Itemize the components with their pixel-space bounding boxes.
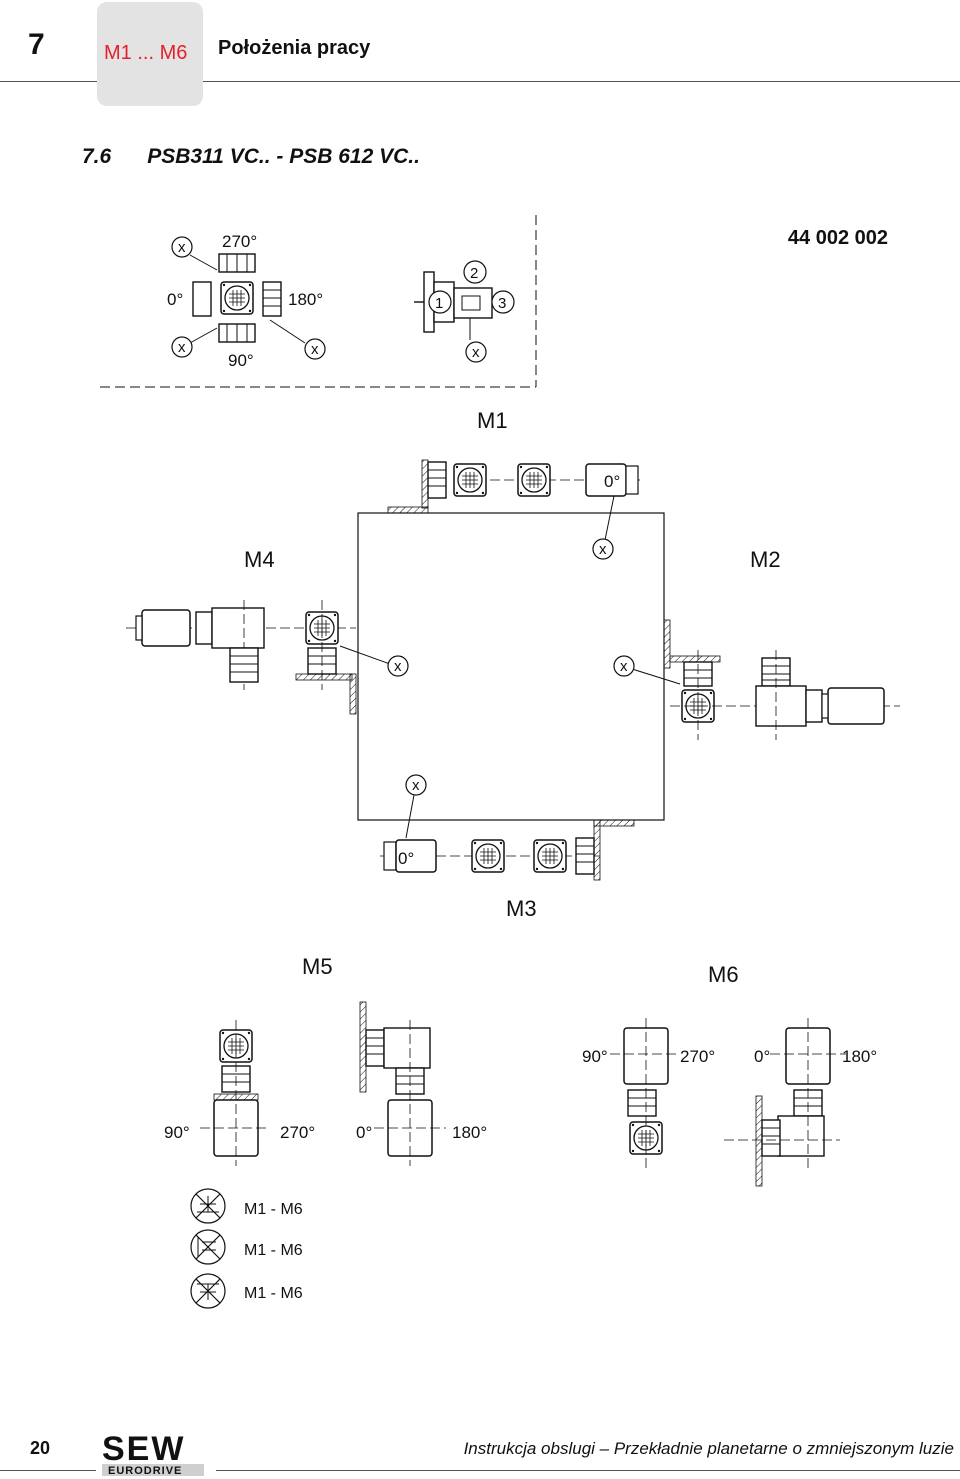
top-legend: x x x x 270° 0° 180° 90° 1 2 3: [100, 215, 537, 388]
legend-x-mark: x: [311, 341, 319, 358]
legend-angle-90: 90°: [228, 351, 254, 370]
footer-rule-right: [216, 1470, 960, 1471]
sew-eurodrive-logo: SEW EURODRIVE: [102, 1430, 204, 1477]
position-label-m4: M4: [244, 547, 275, 572]
m2-assembly: x: [613, 619, 900, 740]
position-label-m2: M2: [750, 547, 781, 572]
m5-angle-180: 180°: [452, 1123, 487, 1142]
m1-x-mark: x: [599, 541, 607, 558]
crossed-mounting-icon: [190, 1188, 226, 1224]
footer-document-title: Instrukcja obslugi – Przekładnie planeta…: [463, 1439, 954, 1458]
chapter-tab: [97, 2, 203, 106]
legend-angle-270: 270°: [222, 232, 257, 251]
section-title: PSB311 VC.. - PSB 612 VC..: [147, 145, 420, 168]
legend-side-2: 2: [470, 265, 478, 282]
chapter-tab-label: M1 ... M6: [104, 42, 188, 64]
position-label-m3: M3: [506, 896, 537, 921]
m3-x-mark: x: [412, 777, 420, 794]
m3-zero-mark: 0°: [398, 849, 414, 868]
header-rule: [0, 81, 960, 82]
svg-text:SEW: SEW: [102, 1430, 185, 1468]
position-label-m5: M5: [302, 954, 333, 979]
m5-angle-90: 90°: [164, 1123, 190, 1142]
legend-x-mark: x: [178, 339, 186, 356]
mounting-note: M1 - M6: [244, 1285, 303, 1302]
mounting-note: M1 - M6: [244, 1201, 303, 1218]
m6-angle-270: 270°: [680, 1047, 715, 1066]
legend-side-1: 1: [435, 295, 443, 312]
chapter-number: 7: [28, 28, 45, 61]
m4-assembly: x: [126, 600, 409, 715]
legend-side-3: 3: [498, 295, 506, 312]
crossed-mounting-icon: [190, 1273, 226, 1309]
document-number: 44 002 002: [787, 227, 888, 249]
m4-x-mark: x: [394, 658, 402, 675]
m5-angle-270: 270°: [280, 1123, 315, 1142]
section-number: 7.6: [82, 145, 112, 168]
legend-x-mark: x: [178, 239, 186, 256]
legend-x-mark: x: [472, 344, 480, 361]
m5-angle-0: 0°: [356, 1123, 372, 1142]
svg-text:EURODRIVE: EURODRIVE: [108, 1465, 182, 1477]
m1-zero-mark: 0°: [604, 472, 620, 491]
m6-assembly: 90° 270° 0° 180°: [582, 1018, 877, 1187]
legend-angle-180: 180°: [288, 290, 323, 309]
m3-assembly: x 0°: [380, 774, 635, 881]
m2-x-mark: x: [620, 658, 628, 675]
m6-angle-90: 90°: [582, 1047, 608, 1066]
mounting-notes: M1 - M6 M1 - M6 M1 - M6: [190, 1188, 303, 1309]
mounting-note: M1 - M6: [244, 1242, 303, 1259]
crossed-mounting-icon: [190, 1229, 226, 1265]
m5-assembly: 90° 270° 0° 180°: [164, 1001, 487, 1166]
m1-assembly: 0° x: [387, 459, 642, 560]
chapter-title: Położenia pracy: [218, 37, 371, 59]
footer-rule-left: [0, 1470, 96, 1471]
section-heading: 7.6 PSB311 VC.. - PSB 612 VC..: [82, 145, 420, 169]
position-label-m6: M6: [708, 962, 739, 987]
legend-angle-0: 0°: [167, 290, 183, 309]
page-number: 20: [30, 1438, 51, 1458]
m6-angle-180: 180°: [842, 1047, 877, 1066]
m6-angle-0: 0°: [754, 1047, 770, 1066]
position-label-m1: M1: [477, 408, 508, 433]
